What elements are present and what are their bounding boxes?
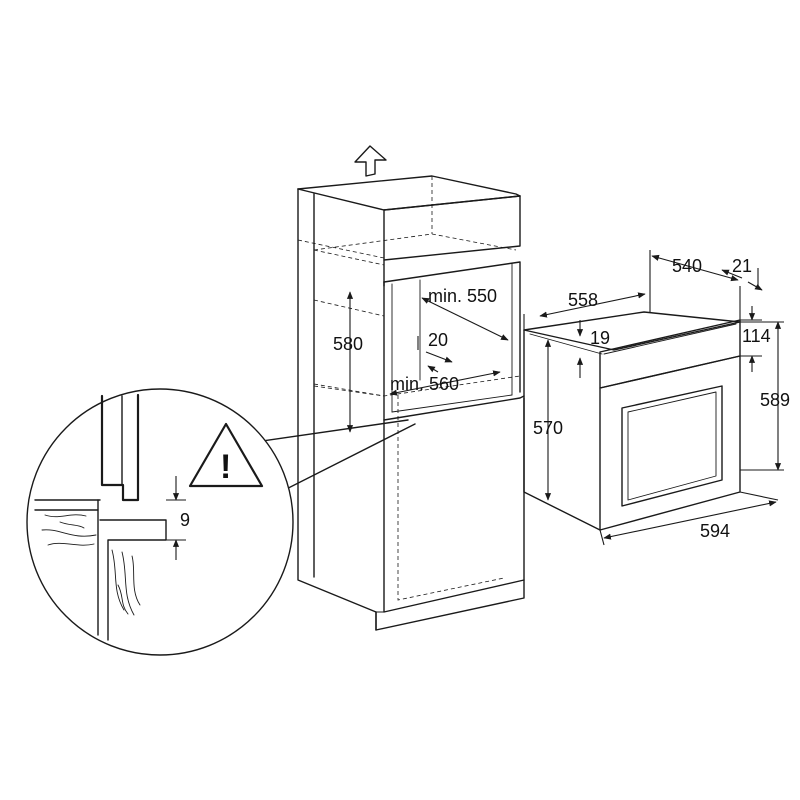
arrow-up-outline-icon [354, 145, 387, 177]
warning-triangle-icon: ! [188, 422, 264, 488]
label-558: 558 [568, 290, 598, 310]
dimension-min-560: min. 560 [389, 370, 501, 396]
dimension-540: 540 [649, 250, 739, 312]
dimension-min-550: min. 550 [421, 286, 509, 341]
label-570: 570 [533, 418, 563, 438]
detail-circle: 9 [26, 388, 294, 656]
label-114: 114 [742, 326, 771, 346]
label-21: 21 [732, 256, 752, 276]
label-19: 19 [590, 328, 610, 348]
label-min-560: min. 560 [390, 374, 459, 394]
dimension-580: 580 [333, 291, 363, 433]
label-580: 580 [333, 334, 363, 354]
dimension-114: 114 [740, 306, 771, 372]
dimension-594: 594 [599, 491, 779, 546]
cabinet [297, 175, 525, 631]
dimension-21: 21 [721, 256, 763, 320]
warning-symbol: ! [220, 448, 231, 486]
label-20: 20 [428, 330, 448, 350]
label-min-550: min. 550 [428, 286, 497, 306]
dimension-19: 19 [576, 320, 610, 378]
dimension-558: 558 [523, 290, 646, 330]
label-589: 589 [760, 390, 790, 410]
label-9: 9 [180, 510, 190, 530]
dimension-570: 570 [533, 339, 563, 501]
dimension-20: 20 [417, 330, 453, 373]
dimension-589: 589 [740, 321, 790, 471]
label-594: 594 [700, 521, 730, 541]
label-540: 540 [672, 256, 702, 276]
